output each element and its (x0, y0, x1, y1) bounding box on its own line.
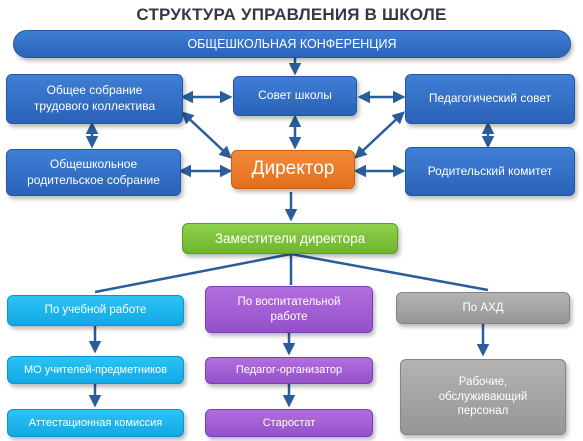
node-parent-committee: Родительский комитет (405, 147, 575, 196)
node-school-council: Совет школы (233, 76, 357, 116)
node-pedagogical-council: Педагогический совет (405, 74, 575, 124)
node-attestation: Аттестационная комиссия (7, 409, 184, 437)
node-service-staff: Рабочие, обслуживающий персонал (400, 359, 566, 435)
node-deputies: Заместители директора (182, 223, 398, 254)
node-mo-teachers: МО учителей-предметников (7, 356, 184, 384)
node-organizer: Педагог-организатор (205, 357, 373, 384)
node-director: Директор (231, 150, 355, 189)
line-deputies-academic (94, 252, 292, 294)
page-title: СТРУКТУРА УПРАВЛЕНИЯ В ШКОЛЕ (136, 5, 447, 24)
node-general-meeting: Общее собрание трудового коллектива (6, 74, 183, 124)
node-starostat: Старостат (205, 409, 373, 437)
node-educational: По воспитательной работе (205, 286, 373, 333)
arrow-pedagogical-director (354, 111, 405, 159)
node-academic: По учебной работе (7, 295, 184, 326)
node-conference: ОБЩЕШКОЛЬНАЯ КОНФЕРЕНЦИЯ (13, 30, 571, 58)
arrow-meeting-director (181, 111, 232, 159)
node-parent-meeting: Общешкольное родительское собрание (6, 149, 181, 196)
line-deputies-ahd (290, 252, 489, 292)
node-ahd: По АХД (396, 292, 570, 324)
